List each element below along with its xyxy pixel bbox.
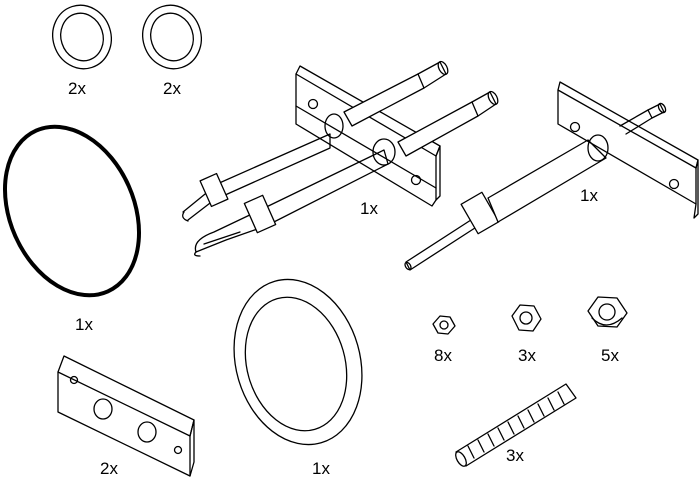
small-washer-b xyxy=(142,4,202,70)
mounting-plate-quantity: 2x xyxy=(100,459,118,478)
nut-small-quantity: 8x xyxy=(434,346,452,365)
small-washer-b-quantity: 2x xyxy=(163,79,181,98)
o-ring xyxy=(2,124,142,298)
single-electrode-quantity: 1x xyxy=(580,186,598,205)
nut-large xyxy=(587,296,628,328)
threaded-stud-quantity: 3x xyxy=(506,446,524,465)
flat-gasket-quantity: 1x xyxy=(312,459,330,478)
nut-small xyxy=(432,315,456,335)
nut-medium-quantity: 3x xyxy=(518,346,536,365)
small-washer-a-quantity: 2x xyxy=(68,79,86,98)
nut-medium xyxy=(511,304,542,332)
o-ring-quantity: 1x xyxy=(75,315,93,334)
mounting-plate xyxy=(57,355,195,477)
flat-gasket xyxy=(233,278,363,446)
threaded-stud xyxy=(455,383,577,467)
double-electrode xyxy=(182,60,499,257)
nut-large-quantity: 5x xyxy=(601,346,619,365)
single-electrode xyxy=(404,81,699,271)
double-electrode-quantity: 1x xyxy=(360,199,378,218)
small-washer-a xyxy=(52,4,112,70)
